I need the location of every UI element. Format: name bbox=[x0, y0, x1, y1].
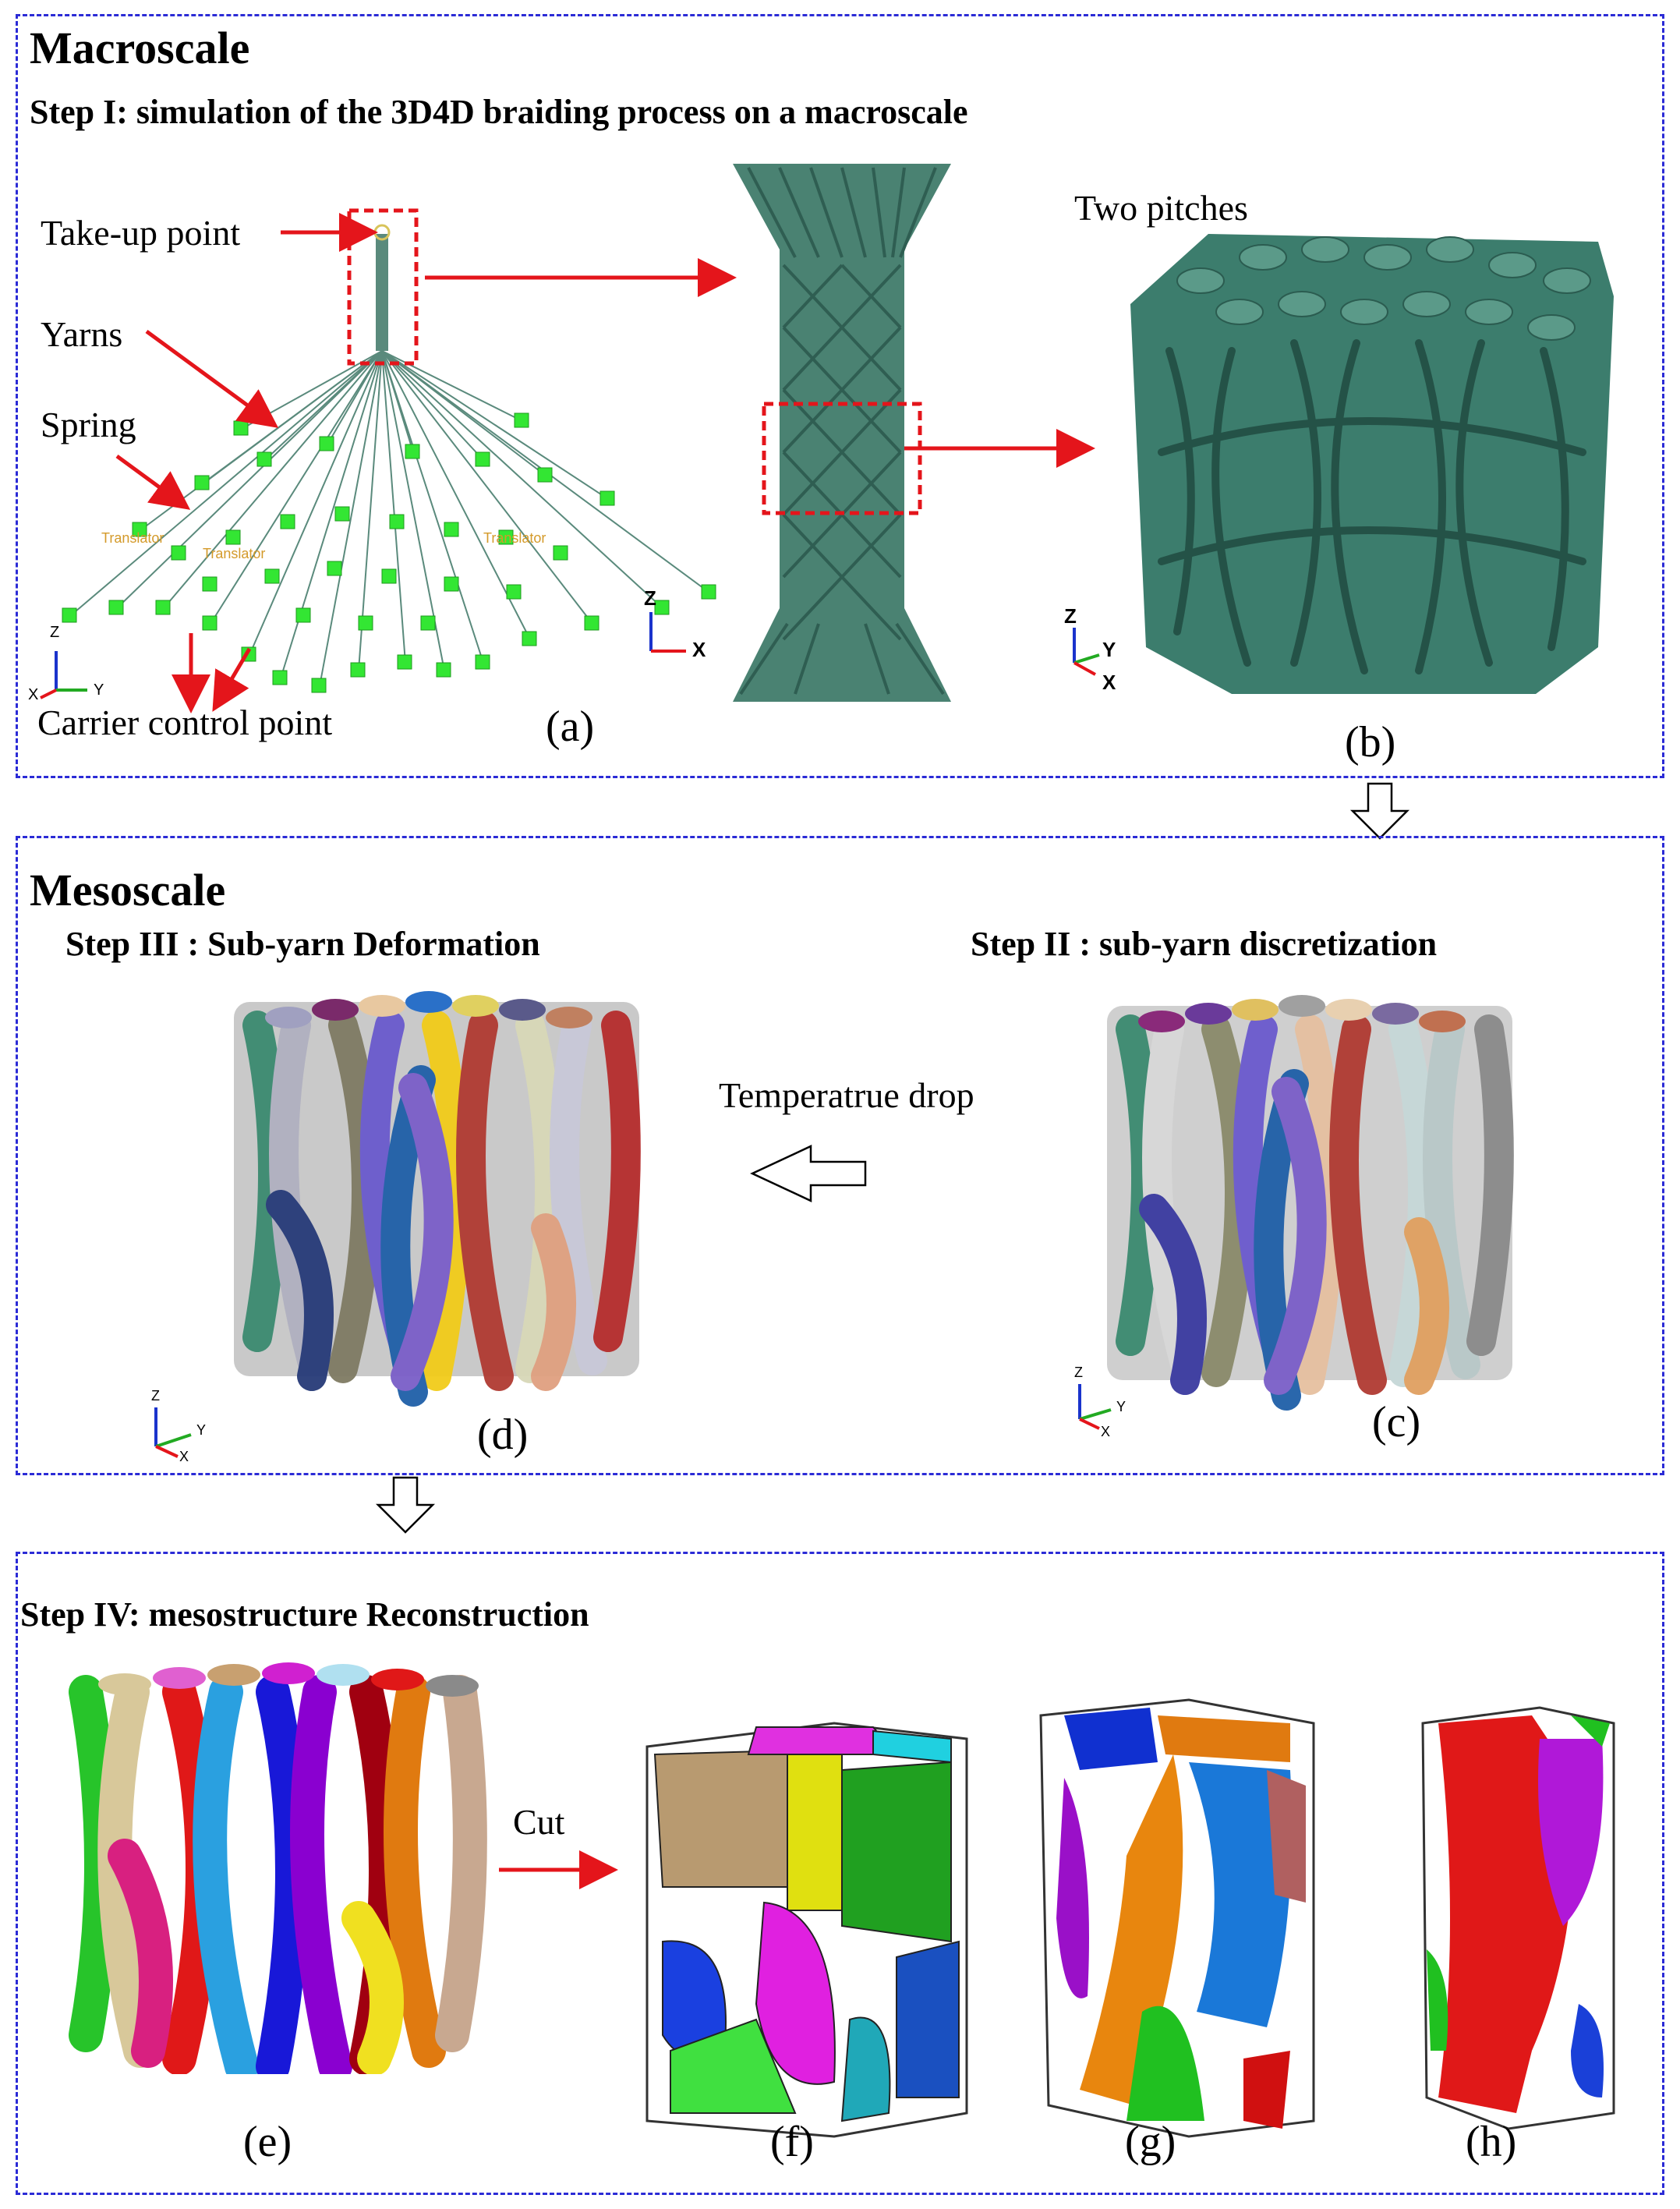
mesoscale-panel bbox=[16, 836, 1664, 1475]
takeup-point-label: Take-up point bbox=[41, 213, 241, 253]
axis-z-label: Z bbox=[644, 586, 656, 610]
axis-x-label: X bbox=[179, 1449, 189, 1464]
caption-f: (f) bbox=[770, 2118, 814, 2166]
translator-label: Translator bbox=[483, 530, 546, 546]
caption-a: (a) bbox=[546, 703, 595, 751]
axis-y-label: Y bbox=[196, 1422, 207, 1438]
spring-label: Spring bbox=[41, 405, 136, 444]
axis-z-label: Z bbox=[50, 624, 60, 641]
axis-y-label: Y bbox=[1102, 638, 1116, 661]
step4-title: Step IV: mesostructure Reconstruction bbox=[20, 1595, 589, 1634]
step2-title: Step II : sub-yarn discretization bbox=[971, 925, 1438, 963]
cut-unit-cell-figure bbox=[639, 1708, 990, 2144]
temperature-drop-label: Temperatrue drop bbox=[719, 1075, 974, 1115]
cut-label: Cut bbox=[513, 1802, 565, 1842]
braiding-machine-figure bbox=[47, 203, 748, 702]
axis-y-label: Y bbox=[1116, 1399, 1126, 1414]
translator-label: Translator bbox=[203, 546, 266, 561]
caption-d: (d) bbox=[477, 1411, 529, 1459]
yarns-label: Yarns bbox=[41, 314, 123, 354]
axis-x-label: X bbox=[1102, 671, 1116, 694]
reconstruction-panel bbox=[16, 1552, 1664, 2195]
cut-cell-h-figure bbox=[1415, 1692, 1625, 2144]
macroscale-panel bbox=[16, 14, 1664, 778]
axis-x-label: X bbox=[692, 638, 706, 661]
two-pitches-figure bbox=[1115, 195, 1614, 702]
axis-z-label: Z bbox=[1074, 1365, 1083, 1380]
axis-z-label: Z bbox=[151, 1388, 160, 1404]
macro-arrows bbox=[40, 213, 1100, 713]
axis-x-label: X bbox=[28, 686, 39, 703]
cut-cell-g-figure bbox=[1033, 1684, 1337, 2144]
axis-y-label: Y bbox=[94, 681, 104, 699]
axis-x-label: X bbox=[1101, 1424, 1111, 1439]
caption-g: (g) bbox=[1125, 2118, 1176, 2166]
step1-title: Step I: simulation of the 3D4D braiding … bbox=[30, 93, 968, 131]
mesoscale-title: Mesoscale bbox=[30, 865, 226, 915]
two-pitches-label: Two pitches bbox=[1074, 188, 1248, 228]
braided-preform-figure bbox=[725, 156, 959, 702]
reconstructed-mesostructure-figure bbox=[62, 1661, 499, 2074]
macroscale-title: Macroscale bbox=[30, 23, 250, 73]
axis-z-label: Z bbox=[1064, 604, 1077, 628]
caption-h: (h) bbox=[1466, 2118, 1517, 2166]
caption-c: (c) bbox=[1372, 1398, 1421, 1446]
caption-b: (b) bbox=[1345, 718, 1396, 766]
translator-label: Translator bbox=[101, 530, 164, 546]
step3-title: Step III : Sub-yarn Deformation bbox=[65, 925, 540, 963]
subyarn-discretization-figure bbox=[1091, 975, 1528, 1411]
subyarn-deformation-figure bbox=[218, 971, 655, 1407]
caption-e: (e) bbox=[243, 2118, 292, 2166]
carrier-nodes bbox=[62, 412, 716, 693]
